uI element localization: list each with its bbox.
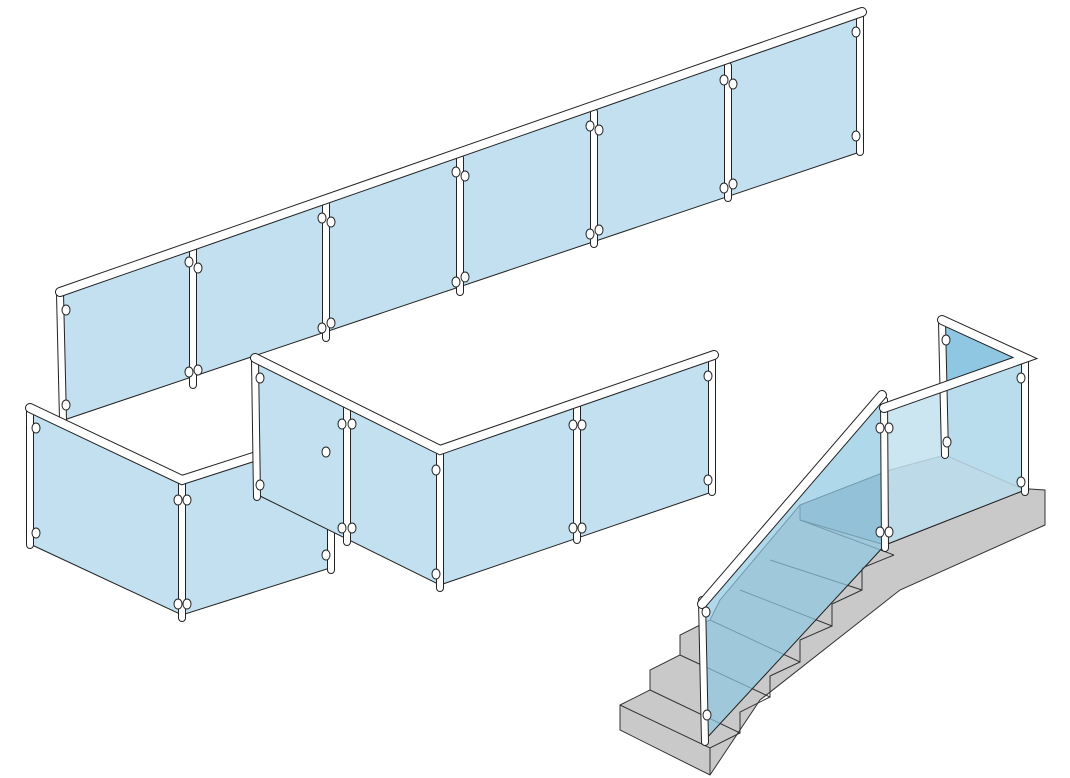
glass-clamp bbox=[875, 422, 885, 434]
glass-clamp bbox=[193, 262, 203, 274]
glass-clamp bbox=[184, 366, 194, 378]
glass-clamp bbox=[942, 436, 952, 448]
glass-clamp bbox=[182, 494, 192, 506]
glass-clamp bbox=[701, 606, 711, 618]
glass-clamp bbox=[568, 419, 578, 431]
glass-clamp bbox=[728, 78, 738, 90]
glass-clamp bbox=[184, 256, 194, 268]
glass-clamp bbox=[193, 364, 203, 376]
glass-clamp bbox=[703, 474, 713, 486]
glass-clamp bbox=[851, 26, 861, 38]
glass-clamp bbox=[585, 120, 595, 132]
glass-clamp bbox=[451, 276, 461, 288]
glass-clamp bbox=[431, 464, 441, 476]
glass-clamp bbox=[321, 446, 331, 458]
glass-clamp bbox=[941, 334, 951, 346]
posts bbox=[56, 12, 864, 424]
glass-clamp bbox=[173, 598, 183, 610]
glass-clamp bbox=[326, 317, 336, 329]
long-railing bbox=[55, 7, 867, 424]
glass-clamp bbox=[702, 709, 712, 721]
glass-clamp bbox=[337, 522, 347, 534]
glass-clamp bbox=[884, 422, 894, 434]
glass-clamp bbox=[317, 322, 327, 334]
glass-clamp bbox=[577, 522, 587, 534]
glass-clamp bbox=[61, 399, 71, 411]
glass-clamp bbox=[31, 422, 41, 434]
glass-clamp bbox=[1016, 476, 1026, 488]
glass-clamp bbox=[577, 419, 587, 431]
glass-clamp bbox=[255, 372, 265, 384]
glass-clamp bbox=[337, 418, 347, 430]
glass-clamp bbox=[255, 479, 265, 491]
glass-clamps bbox=[31, 26, 1026, 721]
glass-clamp bbox=[585, 228, 595, 240]
glass-clamp bbox=[703, 370, 713, 382]
glass-clamp bbox=[317, 212, 327, 224]
glass-clamp bbox=[61, 304, 71, 316]
glass-clamp bbox=[851, 130, 861, 142]
glass-clamp bbox=[460, 170, 470, 182]
glass-clamp bbox=[321, 549, 331, 561]
glass-clamp bbox=[1016, 372, 1026, 384]
glass-clamp bbox=[728, 178, 738, 190]
glass-clamp bbox=[719, 74, 729, 86]
glass-clamp bbox=[173, 494, 183, 506]
glass-clamp bbox=[347, 522, 357, 534]
glass-clamp bbox=[460, 271, 470, 283]
glass-clamp bbox=[568, 522, 578, 534]
corner-railing-middle bbox=[250, 350, 719, 592]
glass-clamp bbox=[884, 526, 894, 538]
glass-clamp bbox=[875, 526, 885, 538]
glass-clamp bbox=[326, 216, 336, 228]
glass-clamp bbox=[719, 182, 729, 194]
glass-clamp bbox=[431, 568, 441, 580]
glass-clamp bbox=[182, 598, 192, 610]
glass-clamp bbox=[451, 166, 461, 178]
glass-clamp bbox=[31, 527, 41, 539]
glass-clamp bbox=[594, 224, 604, 236]
glass-clamp bbox=[594, 124, 604, 136]
glass-clamp bbox=[347, 418, 357, 430]
